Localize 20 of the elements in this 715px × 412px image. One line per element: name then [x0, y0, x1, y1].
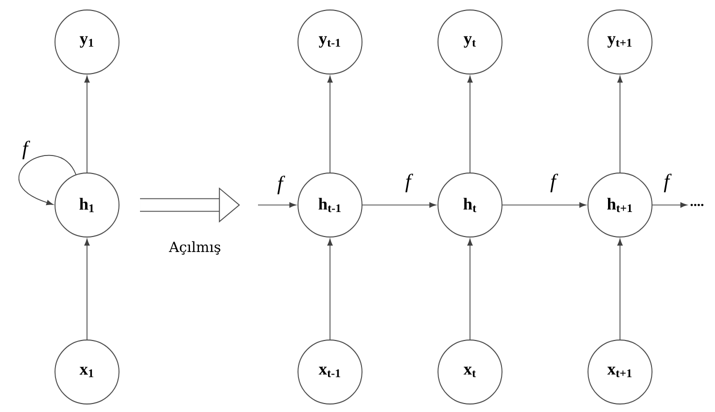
arrow: [84, 76, 90, 173]
edge-label: f: [22, 140, 30, 160]
arrow: [502, 202, 586, 208]
arrow: [467, 76, 473, 173]
caption-text: Açılmış: [168, 241, 220, 255]
edge-label: f: [550, 174, 558, 192]
arrow: [84, 238, 90, 340]
arrow: [652, 202, 688, 208]
arrow: [467, 238, 473, 340]
ellipsis-text: ....: [690, 204, 704, 206]
edge-label: f: [277, 176, 286, 194]
arrow: [327, 76, 333, 173]
edge-label: f: [405, 174, 414, 192]
arrow: [258, 202, 296, 208]
arrow: [362, 202, 436, 208]
loop-arrow: [18, 155, 76, 206]
arrow: [617, 76, 623, 173]
edge-label: f: [664, 174, 672, 192]
arrow: [327, 238, 333, 340]
arrow: [617, 238, 623, 340]
